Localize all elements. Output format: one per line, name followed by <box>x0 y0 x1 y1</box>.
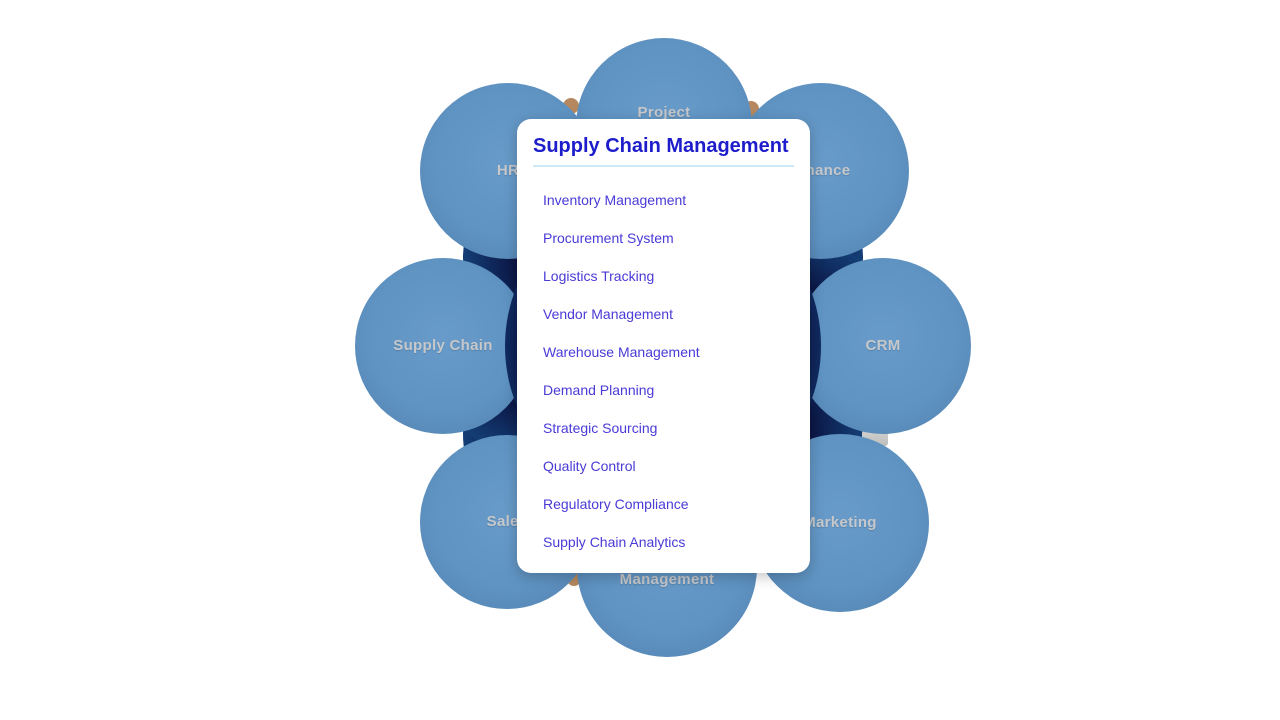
popup-title: Supply Chain Management <box>533 135 789 157</box>
menu-item-demand-planning[interactable]: Demand Planning <box>543 382 655 398</box>
petal-supply-chain[interactable]: Supply Chain <box>355 258 531 434</box>
menu-item-regulatory-compliance[interactable]: Regulatory Compliance <box>543 496 689 512</box>
menu-item-vendor-management[interactable]: Vendor Management <box>543 306 673 322</box>
menu-item-strategic-sourcing[interactable]: Strategic Sourcing <box>543 420 658 436</box>
supply-chain-popup: Supply Chain Management Inventory Manage… <box>517 119 810 573</box>
menu-item-quality-control[interactable]: Quality Control <box>543 458 636 474</box>
menu-item-procurement-system[interactable]: Procurement System <box>543 230 674 246</box>
petal-crm-label: CRM <box>865 337 901 354</box>
petal-management-label: Management <box>619 571 715 588</box>
petal-supply-chain-label: Supply Chain <box>393 337 493 354</box>
menu-item-warehouse-management[interactable]: Warehouse Management <box>543 344 700 360</box>
petal-hr-label: HR <box>496 162 520 179</box>
popup-menu-list: Inventory Management Procurement System … <box>517 167 810 550</box>
menu-item-inventory-management[interactable]: Inventory Management <box>543 192 687 208</box>
menu-item-supply-chain-analytics[interactable]: Supply Chain Analytics <box>543 534 686 550</box>
petal-crm[interactable]: CRM <box>795 258 971 434</box>
menu-item-logistics-tracking[interactable]: Logistics Tracking <box>543 268 655 284</box>
popup-title-divider <box>533 165 794 167</box>
petal-marketing-label: Marketing <box>803 514 877 531</box>
petal-project-label: Project <box>637 104 691 121</box>
petal-sales-label: Sales <box>486 513 528 530</box>
